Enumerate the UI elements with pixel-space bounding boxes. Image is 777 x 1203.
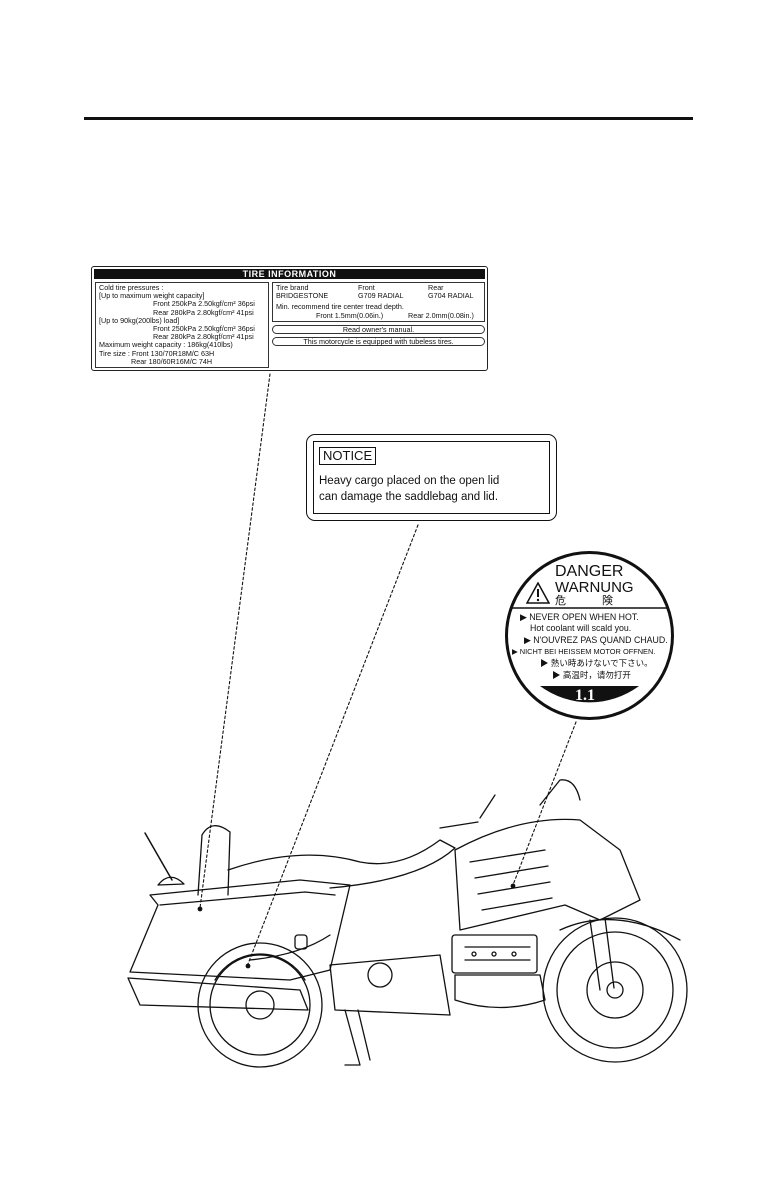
saddlebag-crease bbox=[249, 934, 331, 961]
handlebar bbox=[439, 794, 496, 829]
notice-line-2: can damage the saddlebag and lid. bbox=[319, 491, 499, 503]
kickstand bbox=[344, 1009, 371, 1066]
danger-title-jp-1: 危 bbox=[555, 595, 566, 607]
tread-depth-title: Min. recommend tire center tread depth. bbox=[276, 302, 404, 312]
windshield bbox=[539, 779, 581, 806]
antenna bbox=[144, 832, 173, 881]
front-tire-model: G709 RADIAL bbox=[358, 291, 404, 301]
rear-wheel bbox=[197, 942, 323, 1068]
tire-line: [Up to 90kg(200lbs) load] bbox=[99, 315, 180, 325]
front-fork bbox=[589, 917, 615, 991]
tire-line: Rear 180/60R16M/C 74H bbox=[131, 356, 213, 366]
fairing-vents bbox=[469, 849, 553, 911]
antenna-base bbox=[157, 876, 185, 886]
tire-label-marker bbox=[197, 906, 203, 912]
manual-note: Read owner's manual. bbox=[272, 325, 485, 334]
brand-label: Tire brand bbox=[276, 283, 309, 292]
danger-label-marker bbox=[510, 883, 516, 889]
notice-label: NOTICE Heavy cargo placed on the open li… bbox=[306, 434, 557, 521]
tire-line: Rear 280kPa 2.80kgf/cm² 41psi bbox=[153, 332, 254, 342]
notice-tag: NOTICE bbox=[319, 447, 377, 465]
notice-label-marker bbox=[245, 963, 251, 969]
danger-line: ▶ NICHT BEI HEISSEM MOTOR OFFNEN. bbox=[512, 647, 656, 656]
tire-line: Cold tire pressures : bbox=[99, 283, 164, 292]
tire-label-title: TIRE INFORMATION bbox=[94, 269, 485, 279]
tire-pressure-panel: Cold tire pressures : [Up to maximum wei… bbox=[95, 282, 269, 368]
danger-label-ring bbox=[505, 551, 674, 720]
danger-line: ▶ NEVER OPEN WHEN HOT. bbox=[520, 612, 639, 622]
front-wheel bbox=[542, 917, 688, 1063]
leader-lines bbox=[199, 373, 577, 965]
tread-depth-front: Front 1.5mm(0.06in.) bbox=[316, 310, 384, 320]
tread-depth-rear: Rear 2.0mm(0.08in.) bbox=[408, 310, 474, 320]
tire-information-label: TIRE INFORMATION Cold tire pressures : [… bbox=[91, 266, 488, 371]
brand-name: BRIDGESTONE bbox=[276, 291, 329, 301]
danger-line: ▶ 高温时，请勿打开 bbox=[552, 670, 631, 680]
pressure-rating: 1.1 bbox=[575, 687, 595, 704]
notice-inner-frame bbox=[313, 441, 550, 514]
notice-text: Heavy cargo placed on the open lid can d… bbox=[319, 473, 499, 505]
danger-line: Hot coolant will scald you. bbox=[530, 623, 632, 633]
tubeless-note: This motorcycle is equipped with tubeles… bbox=[272, 337, 485, 346]
engine bbox=[329, 934, 546, 1016]
tire-line: Rear 280kPa 2.80kgf/cm² 41psi bbox=[153, 307, 254, 317]
danger-title-jp-2: 険 bbox=[602, 595, 613, 607]
tire-line: Front 250kPa 2.50kgf/cm² 36psi bbox=[153, 323, 255, 333]
saddlebag bbox=[129, 879, 351, 981]
header-rule bbox=[84, 117, 693, 120]
saddlebag-lock bbox=[294, 934, 308, 950]
radiator-cap-danger-label: DANGER WARNUNG 危 険 ▶ NEVER OPEN WHEN HOT… bbox=[504, 550, 675, 721]
danger-title: DANGER bbox=[555, 563, 624, 580]
notice-line-1: Heavy cargo placed on the open lid bbox=[319, 475, 500, 487]
tire-line: [Up to maximum weight capacity] bbox=[99, 291, 205, 301]
muffler bbox=[127, 977, 309, 1011]
tire-brand-panel: Tire brand Front Rear BRIDGESTONE G709 R… bbox=[272, 282, 485, 322]
front-fairing bbox=[454, 818, 641, 931]
warning-triangle-icon bbox=[526, 582, 550, 604]
rear-tire-model: G704 RADIAL bbox=[428, 291, 474, 301]
tire-line: Maximum weight capacity : 186kg(410lbs) bbox=[99, 340, 233, 350]
saddlebag-lid-line bbox=[159, 891, 336, 906]
passenger-backrest bbox=[197, 825, 231, 896]
front-label: Front bbox=[358, 283, 375, 292]
danger-line: ▶ 熱い時あけないで下さい。 bbox=[540, 658, 653, 668]
tire-line: Front 250kPa 2.50kgf/cm² 36psi bbox=[153, 299, 255, 309]
tire-line: Tire size : Front 130/70R18M/C 63H bbox=[99, 348, 215, 358]
rear-label: Rear bbox=[428, 283, 444, 292]
seat bbox=[227, 839, 456, 889]
warnung-title: WARNUNG bbox=[555, 579, 634, 596]
danger-line: ▶ N'OUVREZ PAS QUAND CHAUD. bbox=[524, 635, 668, 645]
